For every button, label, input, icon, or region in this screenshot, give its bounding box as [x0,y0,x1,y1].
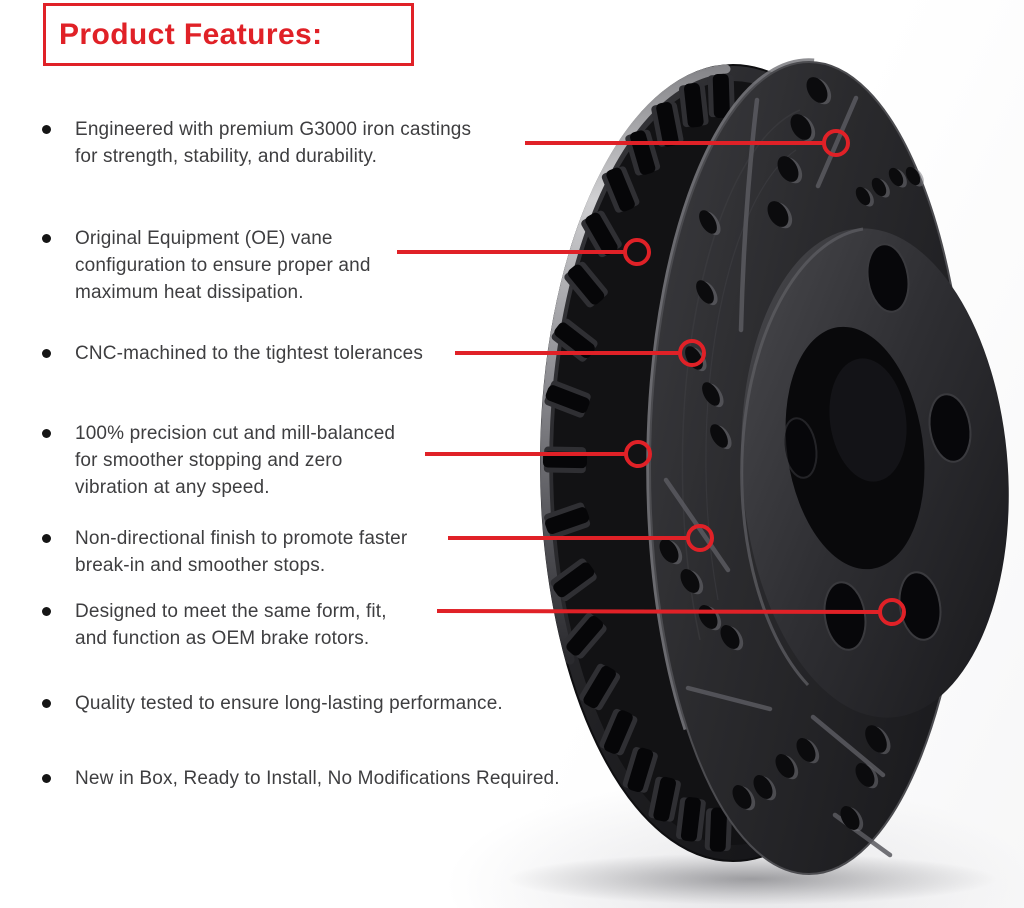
feature-text-line: vibration at any speed. [75,477,270,498]
callout-ring-castings [822,129,850,157]
bullet-icon [42,699,51,708]
feature-item-balanced: 100% precision cut and mill-balanced for… [42,420,582,501]
feature-item-quality: Quality tested to ensure long-lasting pe… [42,690,582,717]
feature-item-oem-fit: Designed to meet the same form, fit, and… [42,598,582,652]
lug-holes [782,243,972,651]
feature-text-line: Engineered with premium G3000 iron casti… [75,119,472,140]
drilled-holes [659,77,924,832]
drop-shadow [507,853,997,905]
feature-text-line: for smoother stopping and zero [75,450,343,471]
feature-text-line: for strength, stability, and durability. [75,146,378,167]
feature-text-line: Quality tested to ensure long-lasting pe… [75,693,503,714]
bullet-icon [42,125,51,134]
feature-text-line: Non-directional finish to promote faster [75,528,408,549]
hub-edge-highlight [740,227,864,687]
center-bore [785,326,925,570]
callout-ring-balanced [624,440,652,468]
bullet-icon [42,607,51,616]
feature-item-castings: Engineered with premium G3000 iron casti… [42,116,582,170]
bullet-icon [42,234,51,243]
feature-item-finish: Non-directional finish to promote faster… [42,525,582,579]
feature-item-cnc: CNC-machined to the tightest tolerances [42,340,582,367]
feature-text-line: and function as OEM brake rotors. [75,628,370,649]
cooling-vanes [542,73,735,852]
feature-text-line: New in Box, Ready to Install, No Modific… [75,768,560,789]
bullet-icon [42,349,51,358]
feature-text-line: Original Equipment (OE) vane [75,228,333,249]
feature-text-line: Designed to meet the same form, fit, [75,601,387,622]
feature-text-line: configuration to ensure proper and [75,255,371,276]
callout-ring-oem-fit [878,598,906,626]
callout-ring-cnc [678,339,706,367]
bullet-icon [42,774,51,783]
title-box: Product Features: [43,3,414,66]
leader-line-oem-fit [436,609,881,614]
feature-text-line: maximum heat dissipation. [75,282,304,303]
feature-item-new-in-box: New in Box, Ready to Install, No Modific… [42,765,582,792]
feature-text-line: 100% precision cut and mill-balanced [75,423,396,444]
callout-ring-vanes [623,238,651,266]
bullet-icon [42,534,51,543]
callout-ring-finish [686,524,714,552]
callout-leaders [397,129,906,626]
bullet-icon [42,429,51,438]
feature-text-line: break-in and smoother stops. [75,555,326,576]
feature-text-line: CNC-machined to the tightest tolerances [75,343,424,364]
page-title: Product Features: [59,17,323,51]
feature-item-vanes: Original Equipment (OE) vane configurati… [42,225,582,306]
